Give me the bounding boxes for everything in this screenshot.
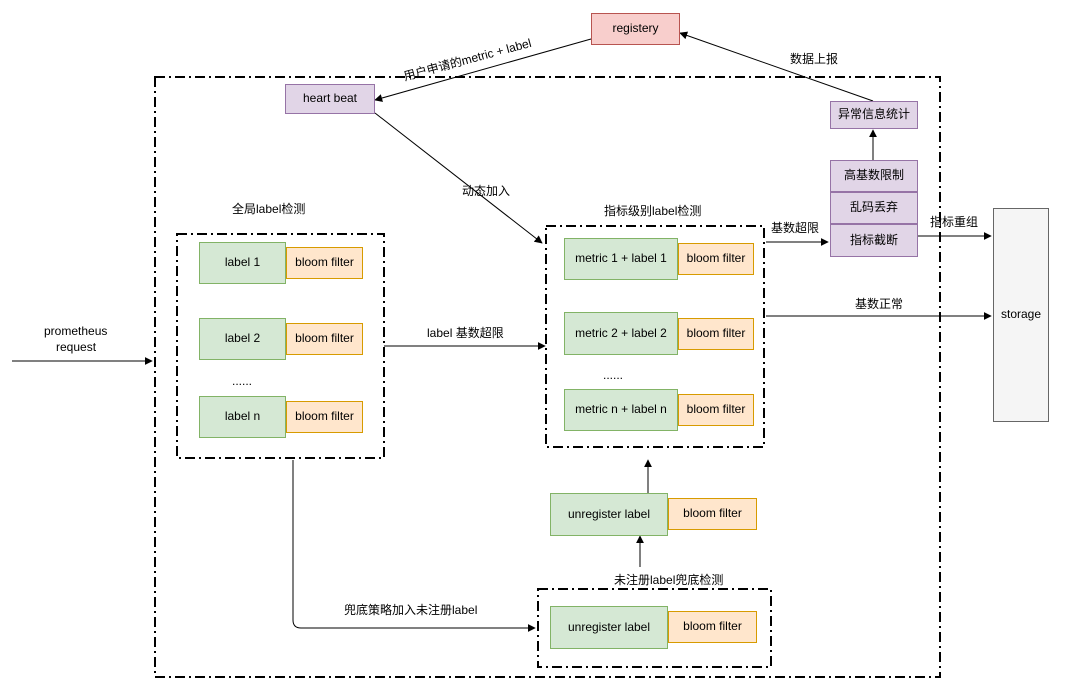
edge-registry-heartbeat (374, 38, 592, 102)
edge-label-fallback-add: 兜底策略加入未注册label (344, 603, 478, 617)
metric-label-2: metric 2 + label 2 (564, 312, 678, 355)
unregistered-check-frame (537, 588, 772, 668)
metric-label-1: metric 1 + label 1 (564, 238, 678, 280)
global-check-frame (176, 233, 385, 459)
metric-check-frame (545, 225, 765, 448)
unregistered-check-title: 未注册label兜底检测 (614, 573, 724, 587)
global-check-title: 全局label检测 (232, 202, 306, 216)
outer-frame (154, 76, 941, 678)
unregister-filter-mid: bloom filter (668, 498, 757, 530)
edge-label-input-line1: prometheus (44, 324, 108, 338)
anomaly-stats-node: 异常信息统计 (830, 101, 918, 129)
storage-node: storage (993, 208, 1049, 422)
unregister-filter-bottom: bloom filter (668, 611, 757, 643)
edge-label-label-exceeded: label 基数超限 (427, 326, 504, 340)
edge-label-cardinality-normal: 基数正常 (855, 297, 904, 311)
global-filter-n: bloom filter (286, 401, 363, 433)
global-filter-2: bloom filter (286, 323, 363, 355)
metric-filter-1: bloom filter (678, 243, 754, 275)
edge-label-cardinality-exceeded: 基数超限 (771, 221, 820, 235)
edge-label-metric-regroup: 指标重组 (930, 215, 979, 229)
global-ellipsis: ...... (232, 374, 253, 388)
metric-label-n: metric n + label n (564, 389, 678, 431)
unregister-label-bottom: unregister label (550, 606, 668, 649)
edge-global-fallback (292, 460, 536, 632)
global-filter-1: bloom filter (286, 247, 363, 279)
metric-filter-2: bloom filter (678, 318, 754, 350)
edge-label-dynamic-add: 动态加入 (462, 184, 511, 198)
high-cardinality-node: 高基数限制 (830, 160, 918, 192)
edge-stats-registry (679, 31, 874, 102)
unregister-label-mid: unregister label (550, 493, 668, 536)
metric-filter-n: bloom filter (678, 394, 754, 426)
global-label-1: label 1 (199, 242, 286, 284)
global-label-2: label 2 (199, 318, 286, 360)
garbled-discard-node: 乱码丢弃 (830, 192, 918, 224)
edge-label-data-report: 数据上报 (790, 52, 839, 66)
global-label-n: label n (199, 396, 286, 438)
metric-ellipsis: ...... (603, 368, 624, 382)
edge-heartbeat-metric (374, 112, 543, 244)
edge-label-input-line2: request (56, 340, 97, 354)
metric-check-title: 指标级别label检测 (604, 204, 702, 218)
registry-node: registery (591, 13, 680, 45)
truncate-node: 指标截断 (830, 224, 918, 257)
heartbeat-node: heart beat (285, 84, 375, 114)
